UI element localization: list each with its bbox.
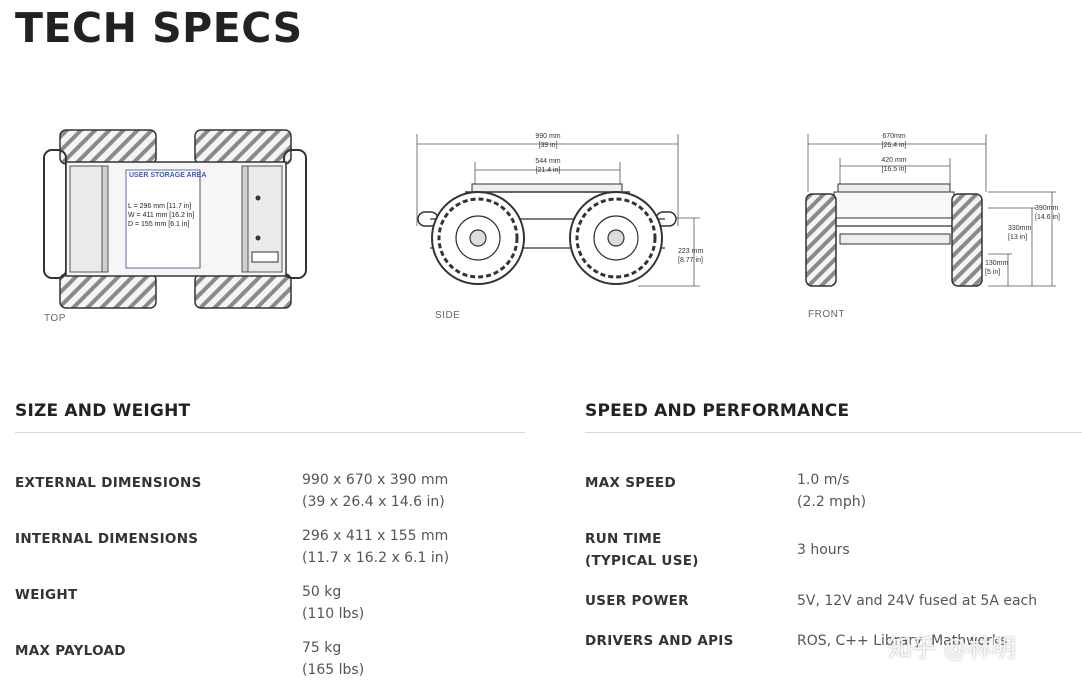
- front-overall-in: [26.4 in]: [882, 142, 907, 149]
- side-view-label: SIDE: [435, 310, 461, 321]
- storage-dim-depth: D = 155 mm [6.1 in]: [128, 221, 190, 228]
- spec-value-max-payload: 75 kg (165 lbs): [302, 637, 364, 681]
- spec-value-line: (11.7 x 16.2 x 6.1 in): [302, 550, 450, 566]
- spec-value-line: 1.0 m/s: [797, 472, 850, 488]
- top-view-diagram: [43, 129, 307, 309]
- spec-value-drivers-apis: ROS, C++ Library, Mathworks: [797, 630, 1007, 652]
- spec-value-line: 50 kg: [302, 584, 342, 600]
- spec-value-line: ROS, C++ Library, Mathworks: [797, 633, 1008, 649]
- spec-value-line: (110 lbs): [302, 606, 365, 622]
- spec-value-line: 296 x 411 x 155 mm: [302, 528, 449, 544]
- spec-value-line: (2.2 mph): [797, 494, 867, 510]
- spec-value-line: 5V, 12V and 24V fused at 5A each: [797, 593, 1038, 609]
- speed-performance-title: SPEED AND PERFORMANCE: [585, 401, 850, 421]
- side-height-in: [8.77 in]: [678, 257, 703, 264]
- size-weight-divider: [15, 432, 525, 433]
- front-h1-in: [14.6 in]: [1035, 214, 1060, 221]
- spec-label-max-payload: MAX PAYLOAD: [15, 643, 126, 659]
- side-overall-in: [39 in]: [538, 142, 557, 149]
- speed-performance-divider: [585, 432, 1082, 433]
- front-h2-mm: 330mm: [1008, 225, 1032, 232]
- spec-value-line: (39 x 26.4 x 14.6 in): [302, 494, 445, 510]
- front-h1-mm: 390mm: [1035, 205, 1059, 212]
- storage-dim-width: W = 411 mm [16.2 in]: [128, 212, 195, 219]
- spec-value-max-speed: 1.0 m/s (2.2 mph): [797, 469, 866, 513]
- front-inner-mm: 420 mm: [881, 157, 906, 164]
- spec-label-external-dimensions: EXTERNAL DIMENSIONS: [15, 475, 202, 491]
- page-title: TECH SPECS: [15, 4, 303, 52]
- side-inner-mm: 544 mm: [535, 158, 560, 165]
- spec-label-drivers-apis: DRIVERS AND APIS: [585, 633, 734, 649]
- spec-value-external-dimensions: 990 x 670 x 390 mm (39 x 26.4 x 14.6 in): [302, 469, 448, 513]
- watermark: 知乎 @林明: [888, 634, 1016, 662]
- front-h3-in: [5 in]: [985, 269, 1000, 276]
- size-weight-title: SIZE AND WEIGHT: [15, 401, 191, 421]
- side-height-mm: 223 mm: [678, 248, 703, 255]
- spec-label-line: (TYPICAL USE): [585, 553, 699, 569]
- side-overall-mm: 990 mm: [535, 133, 560, 140]
- spec-value-weight: 50 kg (110 lbs): [302, 581, 364, 625]
- spec-value-user-power: 5V, 12V and 24V fused at 5A each: [797, 590, 1037, 612]
- spec-label-max-speed: MAX SPEED: [585, 475, 676, 491]
- spec-value-line: 3 hours: [797, 542, 850, 558]
- front-h2-in: [13 in]: [1008, 234, 1027, 241]
- spec-value-line: 75 kg: [302, 640, 342, 656]
- spec-label-internal-dimensions: INTERNAL DIMENSIONS: [15, 531, 199, 547]
- storage-dim-length: L = 296 mm [11.7 in]: [128, 203, 192, 210]
- front-inner-in: [16.5 in]: [882, 166, 907, 173]
- side-inner-in: [21.4 in]: [536, 167, 561, 174]
- storage-area-title: USER STORAGE AREA: [129, 172, 207, 179]
- spec-label-run-time: RUN TIME (TYPICAL USE): [585, 528, 699, 572]
- top-view-label: TOP: [44, 313, 66, 324]
- front-view-label: FRONT: [808, 309, 845, 320]
- spec-label-weight: WEIGHT: [15, 587, 78, 603]
- front-view-diagram: 670mm [26.4 in] 420 mm [16.5 in] 390mm […: [805, 133, 1060, 287]
- spec-value-line: 990 x 670 x 390 mm: [302, 472, 449, 488]
- front-overall-mm: 670mm: [882, 133, 906, 140]
- spec-label-line: RUN TIME: [585, 531, 662, 547]
- front-h3-mm: 130mm: [985, 260, 1009, 267]
- side-view-diagram: 990 mm [39 in] 544 mm [21.4 in] 223 mm […: [416, 133, 703, 287]
- spec-value-internal-dimensions: 296 x 411 x 155 mm (11.7 x 16.2 x 6.1 in…: [302, 525, 449, 569]
- spec-value-run-time: 3 hours: [797, 539, 850, 561]
- spec-value-line: (165 lbs): [302, 662, 365, 678]
- spec-label-user-power: USER POWER: [585, 593, 689, 609]
